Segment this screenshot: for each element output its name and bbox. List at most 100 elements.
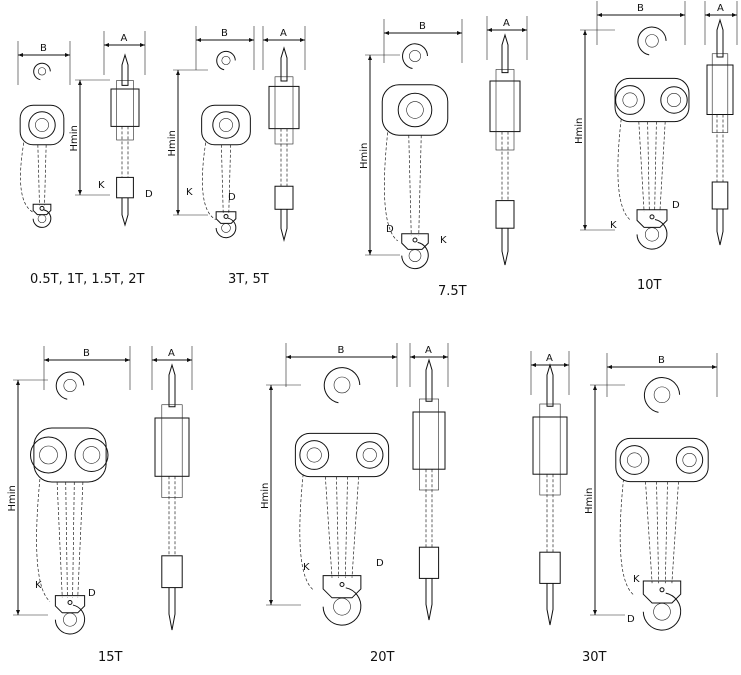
hand-wheel-2 [356, 441, 384, 469]
load-chain [325, 476, 333, 578]
load-chain [336, 476, 340, 578]
bottom-hook-icon [215, 217, 237, 239]
bottom-block [215, 211, 237, 224]
side-housing [489, 80, 521, 133]
bottom-block [401, 233, 429, 250]
dim-hmin-label: Hmin [359, 143, 370, 169]
top-hook-icon [55, 371, 85, 400]
dim-b-label: B [40, 43, 47, 54]
hand-wheel [397, 92, 433, 128]
side-housing [706, 64, 734, 115]
hand-chain [299, 474, 314, 590]
bottom-hook-icon-inner [221, 223, 231, 233]
dim-k-label: K [35, 580, 42, 591]
dim-hmin-label: Hmin [167, 130, 178, 156]
dim-k-label: K [186, 187, 193, 198]
hand-wheel-2 [675, 446, 704, 474]
hand-wheel [28, 111, 56, 139]
side-top-hook [280, 46, 288, 82]
load-chain [65, 481, 68, 598]
hand-chain [20, 142, 34, 213]
dim-hmin-label: Hmin [7, 485, 18, 511]
load-chain [77, 481, 84, 598]
bottom-hook-icon-inner [333, 597, 351, 616]
side-bottom-block [539, 551, 561, 584]
load-chain [671, 481, 679, 584]
gear-housing [19, 104, 65, 146]
side-frame [539, 403, 561, 496]
hand-wheel-2-hub [362, 447, 377, 463]
bottom-hook-icon-inner [63, 612, 77, 627]
dim-a-arrows [263, 38, 305, 42]
dim-d-label: D [145, 189, 153, 200]
dim-k-label: K [610, 220, 617, 231]
dim-hmin-label: Hmin [574, 118, 585, 144]
dim-a-arrows [104, 43, 145, 47]
side-bottom-block [495, 200, 515, 229]
hand-wheel-2-hub [82, 446, 101, 464]
hand-wheel [299, 440, 330, 470]
load-chain [418, 135, 422, 236]
dim-k-label: K [440, 235, 447, 246]
bottom-hook-icon-inner [37, 214, 47, 224]
top-hook-icon [33, 62, 51, 81]
side-housing [412, 411, 446, 470]
top-hook-icon [643, 377, 681, 413]
load-chain [56, 481, 63, 598]
hand-wheel [212, 111, 240, 139]
hand-wheel-hub [626, 452, 642, 468]
bottom-block-pin [67, 599, 73, 605]
dim-b-label: B [221, 28, 228, 39]
dim-hmin-label: Hmin [69, 125, 80, 151]
top-hook-icon-inner [333, 376, 351, 394]
bottom-block-pin [39, 205, 45, 211]
load-chain [659, 121, 666, 212]
top-hook-icon-inner [645, 34, 659, 48]
load-chain [664, 481, 668, 584]
gear-housing [615, 437, 709, 483]
caption-20t: 20T [370, 650, 395, 665]
caption-small-hoists: 0.5T, 1T, 1.5T, 2T [30, 272, 145, 287]
caption-3t-5t: 3T, 5T [228, 272, 269, 287]
load-chain [221, 144, 224, 213]
load-chain [351, 476, 359, 578]
dim-d-label: D [228, 192, 236, 203]
hand-wheel [30, 436, 67, 474]
side-bottom-hook [501, 228, 509, 266]
bottom-hook-icon [636, 218, 668, 250]
hand-wheel-hub [35, 118, 49, 132]
dim-hmin-label: Hmin [260, 483, 271, 509]
load-chain [654, 121, 657, 212]
bottom-hook-icon-inner [644, 227, 660, 242]
dim-a-label: A [121, 33, 128, 44]
dim-b-label: B [637, 3, 644, 14]
dim-b-label: B [658, 355, 665, 366]
hand-chain [619, 479, 634, 595]
bottom-block [54, 595, 86, 614]
gear-housing [614, 77, 690, 123]
side-bottom-hook [546, 583, 554, 626]
hand-chain [36, 478, 51, 602]
bottom-block-pin [649, 214, 655, 220]
side-bottom-hook [280, 209, 288, 242]
load-chain [408, 135, 412, 236]
hand-chain [202, 142, 216, 220]
hand-chain [617, 119, 632, 221]
load-chain [638, 121, 645, 212]
dim-d-label: D [386, 224, 394, 235]
load-chain [647, 121, 650, 212]
side-bottom-hook [168, 587, 176, 631]
side-bottom-block [418, 546, 440, 579]
load-chain [228, 144, 231, 213]
hand-wheel-hub [622, 92, 638, 108]
hand-wheel-hub [406, 101, 424, 119]
bottom-hook-icon [322, 587, 362, 626]
side-frame [711, 53, 729, 133]
side-housing [110, 88, 140, 127]
